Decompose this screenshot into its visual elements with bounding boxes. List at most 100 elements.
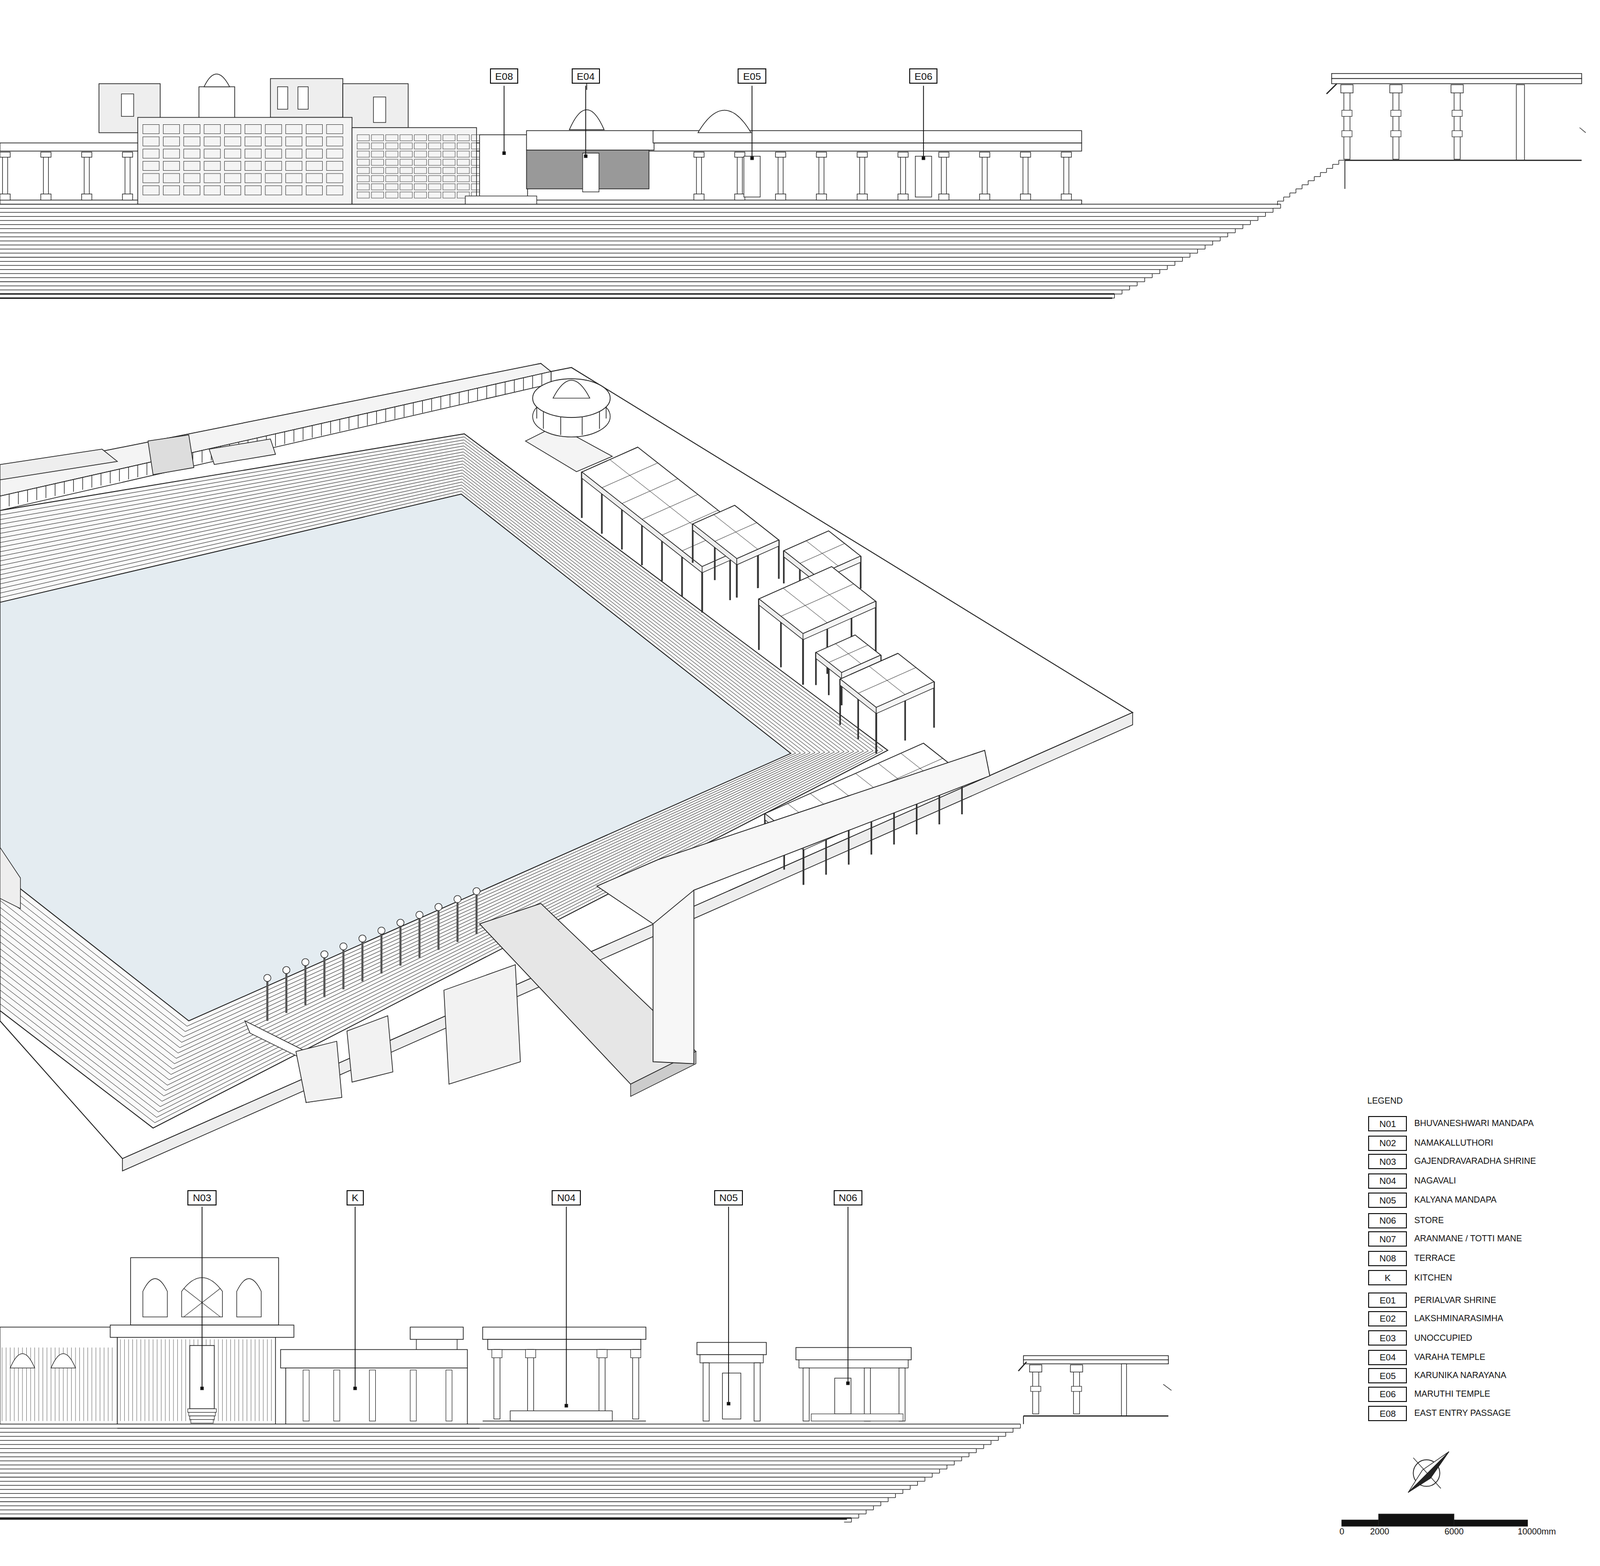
arch [51, 1353, 76, 1368]
legend-code-text: N03 [1379, 1156, 1397, 1166]
stair-tread [925, 1476, 933, 1478]
wall-panel [163, 173, 180, 183]
stair-line [0, 1427, 1013, 1428]
mandapa-column [802, 633, 804, 685]
hatch [99, 1347, 101, 1421]
mandapa-column [701, 566, 703, 613]
stair-riser [1277, 201, 1278, 206]
stair-tread [1152, 273, 1160, 274]
break-mark [1579, 127, 1586, 133]
legend-code-text: E02 [1379, 1313, 1396, 1323]
mandapa-column [874, 600, 877, 653]
wall-panel [204, 136, 221, 146]
colonnade-column [9, 493, 10, 507]
finial [586, 83, 588, 90]
wall-panel [244, 136, 262, 146]
wall-panel [204, 173, 221, 183]
masonry [414, 142, 427, 150]
stair-riser [1289, 193, 1290, 198]
column [1023, 156, 1029, 197]
leader-line [201, 1206, 203, 1389]
stair-line [0, 216, 1258, 217]
masonry [400, 183, 413, 190]
stair-riser [1227, 232, 1229, 238]
column-base [857, 194, 868, 201]
stair-tread [1212, 240, 1221, 241]
dome [697, 110, 752, 133]
masonry [400, 134, 413, 142]
floor-line [1344, 159, 1582, 162]
stair-line [0, 1509, 867, 1510]
column-capital [472, 887, 480, 895]
column-capital [491, 1349, 502, 1358]
hatch [124, 1338, 125, 1421]
wall-panel [204, 149, 221, 159]
legend-code: N07 [1368, 1230, 1407, 1247]
stair-line [0, 224, 1243, 225]
callout-number: N04 [556, 1192, 576, 1203]
colonnade-column [304, 964, 307, 1005]
roof-fascia [758, 598, 803, 640]
stair-riser [880, 1501, 882, 1506]
wall-panel [183, 136, 200, 146]
masonry [371, 134, 384, 142]
leader-line [728, 1206, 730, 1404]
stair-tread [1235, 228, 1243, 229]
legend-text: NAGAVALI [1414, 1175, 1457, 1186]
column [410, 1369, 417, 1421]
masonry [428, 134, 442, 142]
stair-riser [1189, 252, 1191, 258]
stair-riser [1338, 160, 1339, 165]
stair-tread [1114, 293, 1122, 294]
legend-code-text: K [1384, 1273, 1392, 1283]
masonry [385, 142, 399, 150]
column [43, 156, 49, 197]
colonnade-column [348, 417, 349, 430]
stair-line [0, 252, 1190, 254]
stair-tread [1295, 188, 1303, 189]
colonnade-column [321, 423, 322, 436]
column [864, 1367, 871, 1421]
hatch [119, 1338, 121, 1421]
ground-line [0, 1517, 848, 1520]
colonnade-column [323, 956, 326, 997]
masonry [371, 142, 384, 150]
hatch [79, 1347, 80, 1421]
stair-riser [858, 1513, 860, 1518]
stair-tread [1167, 264, 1176, 266]
stair-line [0, 264, 1168, 266]
column-base [1061, 194, 1072, 201]
wall-panel [163, 149, 180, 159]
colonnade-column [468, 390, 469, 403]
leader-dot [750, 156, 754, 160]
mandapa-column [933, 681, 935, 728]
stair-riser [1020, 1423, 1021, 1428]
colonnade-column [504, 381, 506, 395]
stair-line [0, 1484, 911, 1486]
leader-dot [353, 1386, 357, 1390]
legend-text: EAST ENTRY PASSAGE [1414, 1408, 1512, 1418]
stair-tread [1137, 281, 1145, 283]
masonry [442, 183, 456, 190]
mandapa-column [780, 616, 782, 668]
window [297, 86, 308, 109]
stair-riser [1283, 196, 1285, 202]
masonry [414, 151, 427, 158]
hatch [148, 1338, 150, 1421]
stair-line [0, 1496, 889, 1498]
scale-label: 6000 [1444, 1526, 1464, 1537]
stair-riser [873, 1505, 874, 1510]
hatch [181, 1338, 182, 1421]
stair-tread [976, 1447, 984, 1449]
stair-riser [1005, 1431, 1006, 1437]
column [899, 1367, 906, 1421]
masonry [428, 191, 442, 198]
legend-text: MARUTHI TEMPLE [1414, 1389, 1491, 1399]
legend-code-text: E06 [1379, 1389, 1396, 1399]
column-base [81, 194, 92, 201]
legend-code: N04 [1368, 1173, 1407, 1189]
colonnade-column [128, 467, 129, 480]
colonnade-column [394, 406, 395, 420]
column [598, 1349, 606, 1419]
